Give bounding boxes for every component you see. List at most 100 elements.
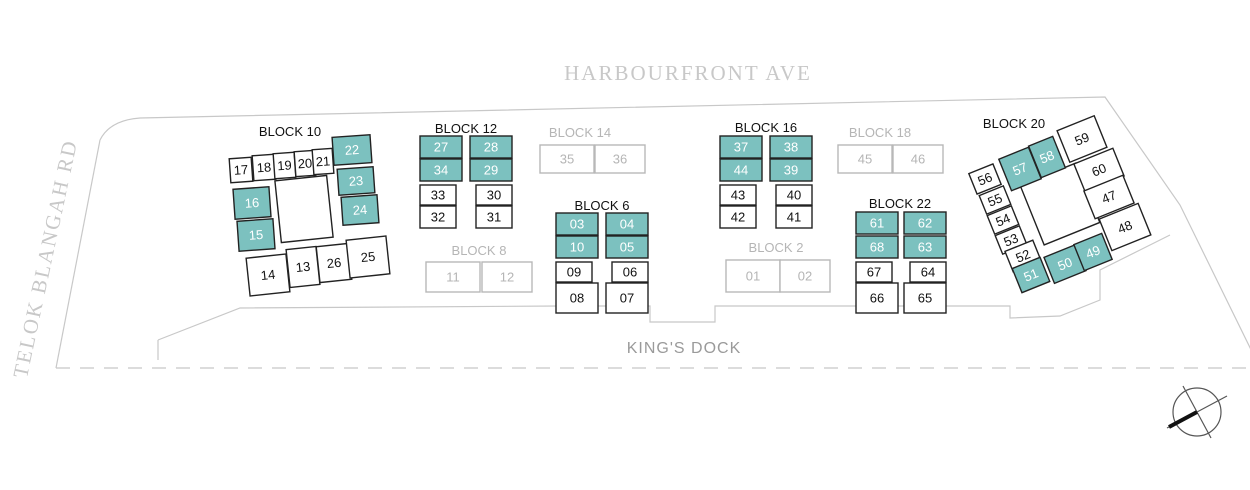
unit-24[interactable]: 24 <box>340 194 380 226</box>
unit-shape[interactable] <box>855 282 899 314</box>
unit-shape[interactable] <box>1072 232 1114 272</box>
unit-shape[interactable] <box>855 211 899 235</box>
unit-62[interactable]: 62 <box>903 211 947 235</box>
unit-shape[interactable] <box>539 144 595 174</box>
unit-26[interactable]: 26 <box>315 242 353 284</box>
unit-27[interactable]: 27 <box>419 135 463 159</box>
unit-shape[interactable] <box>769 158 813 182</box>
unit-10[interactable]: 10 <box>555 235 599 259</box>
unit-shape[interactable] <box>1027 135 1067 179</box>
unit-shape[interactable] <box>605 212 649 236</box>
unit-17[interactable]: 17 <box>228 156 254 184</box>
unit-shape[interactable] <box>419 205 457 229</box>
unit-shape[interactable] <box>1098 202 1152 252</box>
unit-shape[interactable] <box>340 194 380 226</box>
unit-22[interactable]: 22 <box>331 133 373 167</box>
unit-23[interactable]: 23 <box>336 166 376 196</box>
unit-42[interactable]: 42 <box>719 205 757 229</box>
unit-49[interactable]: 49 <box>1072 232 1114 272</box>
unit-shape[interactable] <box>475 184 513 206</box>
unit-01[interactable]: 01 <box>725 259 781 293</box>
unit-shape[interactable] <box>719 158 763 182</box>
unit-shape[interactable] <box>336 166 376 196</box>
unit-30[interactable]: 30 <box>475 184 513 206</box>
unit-shape[interactable] <box>775 184 813 206</box>
unit-11[interactable]: 11 <box>425 261 481 293</box>
unit-29[interactable]: 29 <box>469 158 513 182</box>
unit-55[interactable]: 55 <box>978 184 1012 216</box>
unit-56[interactable]: 56 <box>967 163 1003 195</box>
unit-47[interactable]: 47 <box>1082 174 1136 220</box>
unit-65[interactable]: 65 <box>903 282 947 314</box>
unit-shape[interactable] <box>425 261 481 293</box>
unit-shape[interactable] <box>909 261 947 283</box>
unit-33[interactable]: 33 <box>419 184 457 206</box>
unit-32[interactable]: 32 <box>419 205 457 229</box>
unit-41[interactable]: 41 <box>775 205 813 229</box>
unit-09[interactable]: 09 <box>555 261 593 283</box>
unit-14[interactable]: 14 <box>245 253 291 297</box>
unit-shape[interactable] <box>719 205 757 229</box>
unit-shape[interactable] <box>228 156 254 184</box>
unit-48[interactable]: 48 <box>1098 202 1152 252</box>
unit-35[interactable]: 35 <box>539 144 595 174</box>
unit-shape[interactable] <box>1011 256 1051 294</box>
unit-shape[interactable] <box>475 205 513 229</box>
unit-shape[interactable] <box>903 235 947 259</box>
unit-shape[interactable] <box>986 204 1020 236</box>
unit-06[interactable]: 06 <box>611 261 649 283</box>
unit-16[interactable]: 16 <box>232 186 272 220</box>
unit-64[interactable]: 64 <box>909 261 947 283</box>
unit-67[interactable]: 67 <box>855 261 893 283</box>
unit-25[interactable]: 25 <box>345 235 391 279</box>
unit-shape[interactable] <box>967 163 1003 195</box>
unit-31[interactable]: 31 <box>475 205 513 229</box>
unit-shape[interactable] <box>892 144 944 174</box>
unit-19[interactable]: 19 <box>272 151 297 180</box>
unit-13[interactable]: 13 <box>285 245 321 289</box>
unit-07[interactable]: 07 <box>605 282 649 314</box>
unit-63[interactable]: 63 <box>903 235 947 259</box>
unit-shape[interactable] <box>555 282 599 314</box>
unit-shape[interactable] <box>719 184 757 206</box>
unit-02[interactable]: 02 <box>779 259 831 293</box>
unit-shape[interactable] <box>345 235 391 279</box>
unit-54[interactable]: 54 <box>986 204 1020 236</box>
unit-shape[interactable] <box>1056 114 1108 164</box>
unit-18[interactable]: 18 <box>251 153 277 182</box>
unit-58[interactable]: 58 <box>1027 135 1067 179</box>
unit-38[interactable]: 38 <box>769 135 813 159</box>
unit-shape[interactable] <box>232 186 272 220</box>
unit-shape[interactable] <box>605 282 649 314</box>
unit-shape[interactable] <box>555 261 593 283</box>
unit-shape[interactable] <box>837 144 893 174</box>
unit-shape[interactable] <box>331 133 373 167</box>
unit-shape[interactable] <box>611 261 649 283</box>
unit-45[interactable]: 45 <box>837 144 893 174</box>
unit-shape[interactable] <box>419 135 463 159</box>
unit-shape[interactable] <box>555 212 599 236</box>
unit-46[interactable]: 46 <box>892 144 944 174</box>
unit-39[interactable]: 39 <box>769 158 813 182</box>
unit-shape[interactable] <box>555 235 599 259</box>
unit-61[interactable]: 61 <box>855 211 899 235</box>
unit-66[interactable]: 66 <box>855 282 899 314</box>
unit-shape[interactable] <box>903 282 947 314</box>
unit-shape[interactable] <box>311 147 335 176</box>
unit-shape[interactable] <box>419 184 457 206</box>
unit-04[interactable]: 04 <box>605 212 649 236</box>
unit-shape[interactable] <box>855 235 899 259</box>
unit-20[interactable]: 20 <box>293 149 317 178</box>
unit-37[interactable]: 37 <box>719 135 763 159</box>
unit-shape[interactable] <box>855 261 893 283</box>
unit-shape[interactable] <box>903 211 947 235</box>
unit-shape[interactable] <box>775 205 813 229</box>
unit-08[interactable]: 08 <box>555 282 599 314</box>
unit-shape[interactable] <box>236 218 276 252</box>
unit-51[interactable]: 51 <box>1011 256 1051 294</box>
unit-34[interactable]: 34 <box>419 158 463 182</box>
unit-03[interactable]: 03 <box>555 212 599 236</box>
unit-40[interactable]: 40 <box>775 184 813 206</box>
unit-shape[interactable] <box>605 235 649 259</box>
unit-shape[interactable] <box>978 184 1012 216</box>
